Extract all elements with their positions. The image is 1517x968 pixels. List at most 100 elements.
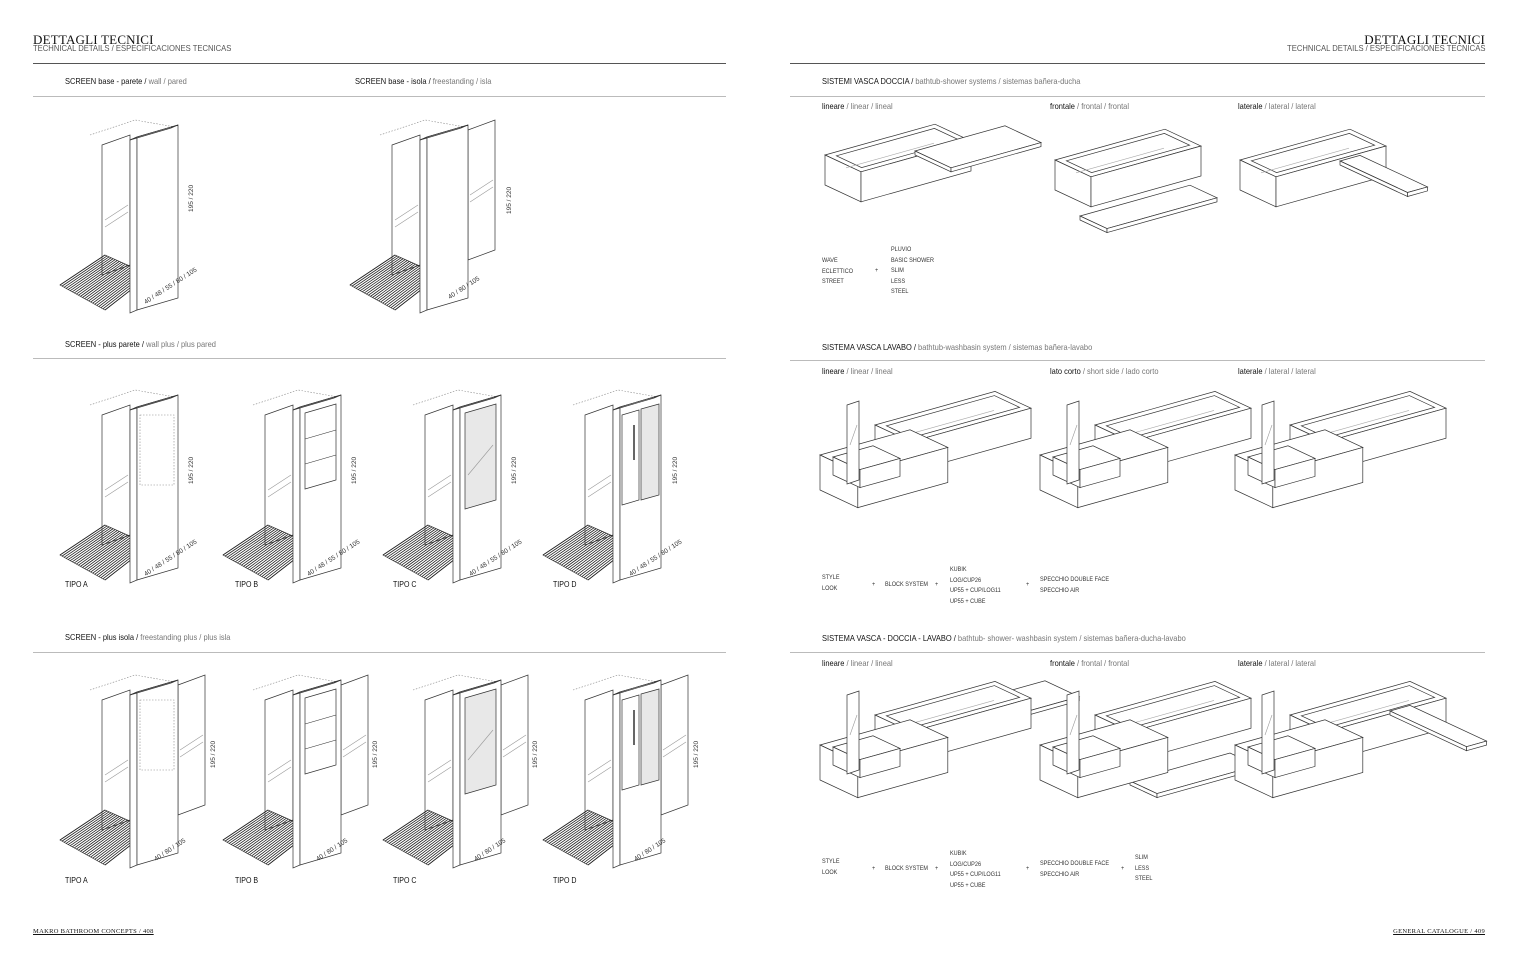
glass-reflection bbox=[394, 204, 419, 221]
tray-slat bbox=[76, 531, 122, 565]
panel-top bbox=[612, 394, 662, 411]
panel-side bbox=[612, 406, 621, 584]
tray-slat bbox=[67, 813, 114, 845]
glass-panel bbox=[101, 404, 131, 546]
page-subtitle: TECHNICAL DETAILS / ESPECIFICACIONES TEC… bbox=[1286, 43, 1485, 53]
height-dimension: 195 / 220 bbox=[672, 456, 679, 484]
tray-slat bbox=[232, 529, 279, 562]
screen-drawing bbox=[542, 674, 689, 869]
glass-panel bbox=[264, 404, 294, 546]
variant-label: lineare / linear / lineal bbox=[822, 101, 893, 111]
tray-slat bbox=[222, 524, 269, 556]
tray-slat bbox=[235, 530, 281, 563]
glass-reflection bbox=[394, 211, 419, 228]
tray-slat bbox=[559, 531, 605, 565]
screen-drawing bbox=[542, 389, 662, 584]
height-dimension: 195 / 220 bbox=[511, 456, 518, 484]
vanity-unit-front bbox=[1272, 736, 1364, 799]
tray-slat bbox=[569, 536, 615, 571]
glass-reflection bbox=[427, 474, 452, 491]
tray-slat bbox=[546, 811, 593, 843]
section-heading: SISTEMA VASCA LAVABO / bathtub-washbasin… bbox=[822, 342, 1093, 352]
bath-system-drawing bbox=[1053, 128, 1219, 234]
tray-slat bbox=[63, 811, 110, 843]
tub-models: STYLE LOOK bbox=[822, 858, 840, 876]
variant-label: lineare / linear / lineal bbox=[822, 366, 893, 376]
glass-reflection bbox=[104, 474, 129, 491]
panel-side bbox=[612, 691, 621, 869]
tray-slat bbox=[407, 535, 453, 569]
panel-side bbox=[419, 136, 428, 314]
door-panel bbox=[640, 403, 660, 501]
panel-side bbox=[129, 136, 138, 314]
tray-slat bbox=[571, 822, 617, 857]
tray-slat bbox=[542, 524, 589, 556]
tray-slat bbox=[374, 265, 420, 299]
mirror-reflection bbox=[467, 729, 494, 761]
divider bbox=[790, 96, 1485, 97]
glass-reflection bbox=[469, 179, 494, 196]
tray-slat bbox=[542, 809, 589, 841]
tray-slat bbox=[552, 814, 599, 847]
tray-slat bbox=[247, 535, 293, 569]
tray-slat bbox=[237, 531, 283, 564]
plus-sign: + bbox=[1026, 865, 1030, 872]
glass-reflection bbox=[427, 766, 452, 783]
glass-reflection bbox=[469, 186, 494, 203]
glass-reflection bbox=[587, 759, 612, 776]
washbasin-front bbox=[1274, 457, 1316, 489]
basin-models: KUBIK LOG/CUP26 UP55 + CUP/LOG11 UP55 + … bbox=[950, 566, 1001, 605]
tray-slat bbox=[362, 260, 408, 293]
panel-top bbox=[292, 679, 342, 696]
bath-system-drawing bbox=[1233, 681, 1488, 799]
plus-sign: + bbox=[872, 581, 876, 588]
tray-slat bbox=[561, 817, 607, 851]
panel-top bbox=[129, 394, 179, 411]
panel-side bbox=[292, 406, 301, 584]
glass-panel bbox=[424, 689, 454, 831]
ceiling-outline bbox=[252, 674, 339, 691]
glass-panel bbox=[101, 689, 131, 831]
tray-slat bbox=[245, 534, 291, 568]
tray-slat bbox=[61, 810, 108, 842]
tray-slat bbox=[397, 816, 443, 849]
tray-slat bbox=[401, 532, 447, 566]
variant-label: lineare / linear / lineal bbox=[822, 658, 893, 668]
glass-panel bbox=[391, 134, 421, 276]
tray-slat bbox=[413, 823, 459, 858]
tray-slat bbox=[65, 257, 112, 289]
tray-slat bbox=[382, 809, 429, 841]
tray-slat bbox=[251, 537, 297, 572]
height-dimension: 195 / 220 bbox=[351, 456, 358, 484]
divider bbox=[33, 358, 726, 359]
divider bbox=[33, 96, 726, 97]
page-footer: GENERAL CATALOGUE / 409 bbox=[1393, 928, 1485, 935]
tray-slat bbox=[76, 816, 122, 850]
tray-slat bbox=[84, 535, 130, 569]
tray-slat bbox=[65, 812, 112, 844]
vanity-unit-front bbox=[1272, 446, 1364, 509]
panel-top bbox=[292, 394, 342, 411]
glass-panel-rear bbox=[660, 674, 689, 816]
divider bbox=[33, 652, 726, 653]
tray-slat bbox=[573, 823, 619, 858]
tray-slat bbox=[559, 816, 605, 850]
tray-slat bbox=[380, 268, 426, 303]
mirror-reflection bbox=[1264, 714, 1273, 736]
tray-slat bbox=[351, 255, 398, 287]
tray-slat bbox=[249, 536, 295, 571]
type-label: TIPO C bbox=[393, 580, 417, 589]
tray-slat bbox=[253, 823, 299, 858]
tray-slat bbox=[413, 538, 459, 573]
panel-front bbox=[426, 124, 469, 311]
tray-slat bbox=[544, 525, 591, 557]
section-heading: SISTEMI VASCA DOCCIA / bathtub-shower sy… bbox=[822, 76, 1081, 86]
glass-reflection bbox=[662, 734, 687, 751]
tray-slat bbox=[364, 261, 410, 294]
bath-system-drawing bbox=[1238, 128, 1429, 208]
variant-label: laterale / lateral / lateral bbox=[1238, 366, 1316, 376]
tray-slat bbox=[61, 255, 108, 287]
washbasin-front bbox=[1079, 457, 1121, 489]
tray-slat bbox=[567, 820, 613, 854]
mirror bbox=[846, 400, 860, 485]
